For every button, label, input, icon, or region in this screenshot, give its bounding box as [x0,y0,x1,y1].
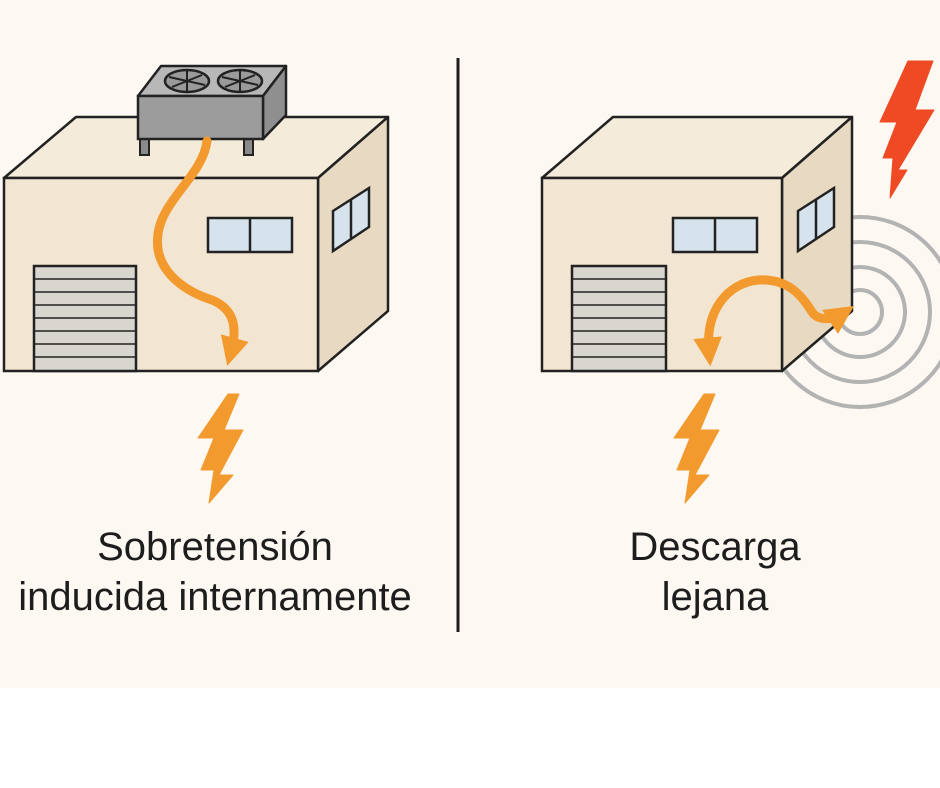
front-window [206,216,294,254]
lightning-bolt-icon [673,393,720,504]
building-icon [540,115,854,373]
ac-unit-icon [136,64,288,156]
right-panel [540,60,940,504]
left-panel [2,64,390,504]
caption-distant-discharge: Descarga lejana [560,522,870,622]
front-window [671,216,759,254]
surge-path-arrow-icon [693,275,854,367]
fan-icon [216,68,264,94]
caption-left-line2: inducida internamente [18,575,412,619]
building-icon [2,115,390,373]
surge-path-arrow-icon [153,136,249,366]
fan-icon [163,68,211,94]
garage-door [32,264,138,373]
caption-left-line1: Sobretensión [97,525,333,569]
caption-internal-surge: Sobretensión inducida internamente [0,522,430,622]
lightning-strike-icon [879,60,935,199]
caption-right-line2: lejana [661,575,769,619]
side-window [796,185,836,254]
lightning-bolt-icon [197,393,244,504]
garage-door [570,264,668,373]
caption-right-line1: Descarga [629,525,801,569]
side-window [331,185,371,254]
